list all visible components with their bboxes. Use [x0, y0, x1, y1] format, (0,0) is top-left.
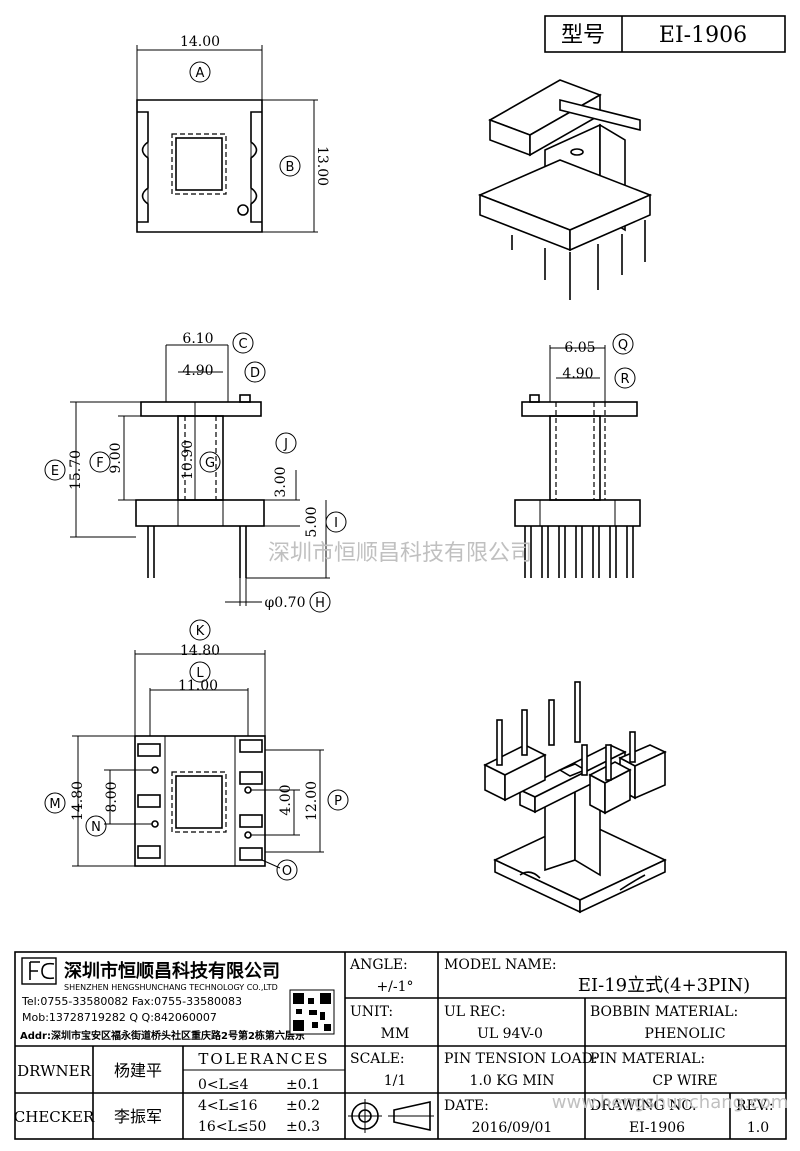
iso-view-bottom-pins [496, 681, 636, 781]
dim-G-value: 10.90 [180, 440, 196, 480]
tolerance-value-3: ±0.3 [286, 1119, 320, 1135]
dim-P-value: 12.00 [304, 781, 320, 821]
label-O: O [282, 864, 292, 879]
dim-B-value: 13.00 [314, 146, 330, 186]
model-value: EI-1906 [659, 23, 747, 48]
dim-Q-id: Q [618, 338, 628, 353]
watermark-center: 深圳市恒顺昌科技有限公司 [268, 541, 532, 566]
side-view-pins [524, 526, 634, 578]
angle-label: ANGLE: [349, 957, 408, 973]
watermark-url: www.hengshunchang.com [552, 1092, 789, 1113]
dim-N-id: N [91, 820, 101, 835]
company-name-cn: 深圳市恒顺昌科技有限公司 [64, 960, 280, 982]
projection-symbol [348, 1099, 434, 1133]
model-name-label: MODEL NAME: [444, 957, 557, 973]
dim-D-id: D [250, 366, 260, 381]
checker-value: 李振军 [114, 1107, 162, 1126]
company-mob: Mob:13728719282 Q Q:842060007 [22, 1011, 217, 1024]
title-block: 深圳市恒顺昌科技有限公司 SHENZHEN HENGSHUNCHANG TECH… [14, 951, 787, 1140]
dim-D-value: 4.90 [182, 363, 213, 379]
dim-C-value: 6.10 [182, 331, 213, 347]
dim-E-id: E [51, 464, 59, 479]
dim-A-value: 14.00 [180, 34, 220, 50]
bottom-view-pads [137, 739, 263, 861]
unit-value: MM [381, 1026, 410, 1042]
drawing-no-value: EI-1906 [629, 1120, 685, 1136]
dim-M-value: 14.80 [70, 781, 86, 821]
rev-label: REV.: [736, 1098, 774, 1114]
bottom-view: 14.80 K 11.00 L 14.80 M 8.00 N 4.00 12.0… [44, 619, 349, 881]
bobbin-material-label: BOBBIN MATERIAL: [590, 1004, 738, 1020]
dim-F-id: F [96, 456, 103, 471]
tolerances-label: TOLERANCES [198, 1050, 329, 1068]
drawer-label: DRWNER [17, 1062, 91, 1080]
dim-J-value: 3.00 [273, 466, 289, 497]
dim-Q-value: 6.05 [564, 340, 595, 356]
iso-view-bottom [483, 681, 667, 914]
pin-material-value: CP WIRE [652, 1073, 717, 1089]
date-value: 2016/09/01 [472, 1120, 553, 1136]
company-name-en: SHENZHEN HENGSHUNCHANG TECHNOLOGY CO.,LT… [64, 983, 278, 992]
front-view: 6.10 C 4.90 D 15.70 E 9.00 F 10.90 G 3.0… [44, 331, 347, 613]
dim-F-value: 9.00 [108, 442, 124, 473]
ul-rec-label: UL REC: [444, 1004, 506, 1020]
dim-R-id: R [620, 372, 629, 387]
dim-J-id: J [283, 437, 288, 452]
tolerance-range-1: 0<L≤4 [198, 1077, 249, 1093]
top-view: 14.00 A 13.00 B [136, 34, 330, 233]
dim-E-value: 15.70 [68, 450, 84, 490]
checker-label: CHECKER [14, 1108, 95, 1126]
dim-I-id: I [334, 516, 338, 531]
scale-value: 1/1 [384, 1073, 407, 1089]
model-name-value: EI-19立式(4+3PIN) [578, 975, 750, 996]
angle-value: +/-1° [376, 979, 413, 995]
dim-H-id: H [315, 596, 325, 611]
qr-code [289, 989, 335, 1035]
dim-M-id: M [49, 797, 60, 812]
side-view: 6.05 Q 4.90 R [514, 333, 641, 578]
model-header: 型号 EI-1906 [544, 15, 786, 53]
dim-H-value: φ0.70 [265, 595, 306, 611]
dim-K-value: 14.80 [180, 643, 220, 659]
drawing-no-label: DRAWING NO. [590, 1098, 696, 1114]
tolerance-range-2: 4<L≤16 [198, 1098, 258, 1114]
dim-L-id: L [196, 666, 204, 681]
drawer-value: 杨建平 [114, 1061, 162, 1080]
dim-R-value: 4.90 [562, 366, 593, 382]
dim-B-id: B [286, 160, 295, 175]
unit-label: UNIT: [350, 1004, 393, 1020]
dim-K-id: K [196, 624, 205, 639]
dim-A-id: A [196, 66, 205, 81]
date-label: DATE: [444, 1098, 489, 1114]
company-addr: Addr:深圳市宝安区福永街道桥头社区重庆路2号第2栋第六层东 [20, 1029, 305, 1042]
dim-L-value: 11.00 [178, 678, 218, 694]
pin-tension-value: 1.0 KG MIN [470, 1073, 555, 1089]
rev-value: 1.0 [747, 1120, 769, 1136]
iso-view-top [477, 79, 653, 300]
tolerance-range-3: 16<L≤50 [198, 1119, 266, 1135]
pin-tension-label: PIN TENSION LOAD: [444, 1051, 598, 1067]
dim-P-id: P [334, 794, 342, 809]
scale-label: SCALE: [350, 1051, 405, 1067]
pin-material-label: PIN MATERIAL: [590, 1051, 705, 1067]
dim-G-id: G [205, 456, 215, 471]
dim-C-id: C [238, 337, 247, 352]
company-tel: Tel:0755-33580082 Fax:0755-33580083 [21, 995, 242, 1008]
dim-X-value: 4.00 [278, 784, 294, 815]
tolerance-value-2: ±0.2 [286, 1098, 320, 1114]
ul-rec-value: UL 94V-0 [477, 1026, 543, 1042]
tolerance-value-1: ±0.1 [286, 1077, 320, 1093]
dim-I-value: 5.00 [304, 506, 320, 537]
model-label: 型号 [561, 23, 605, 48]
dim-N-value: 8.00 [104, 781, 120, 812]
bobbin-material-value: PHENOLIC [644, 1026, 725, 1042]
company-logo [21, 957, 57, 985]
